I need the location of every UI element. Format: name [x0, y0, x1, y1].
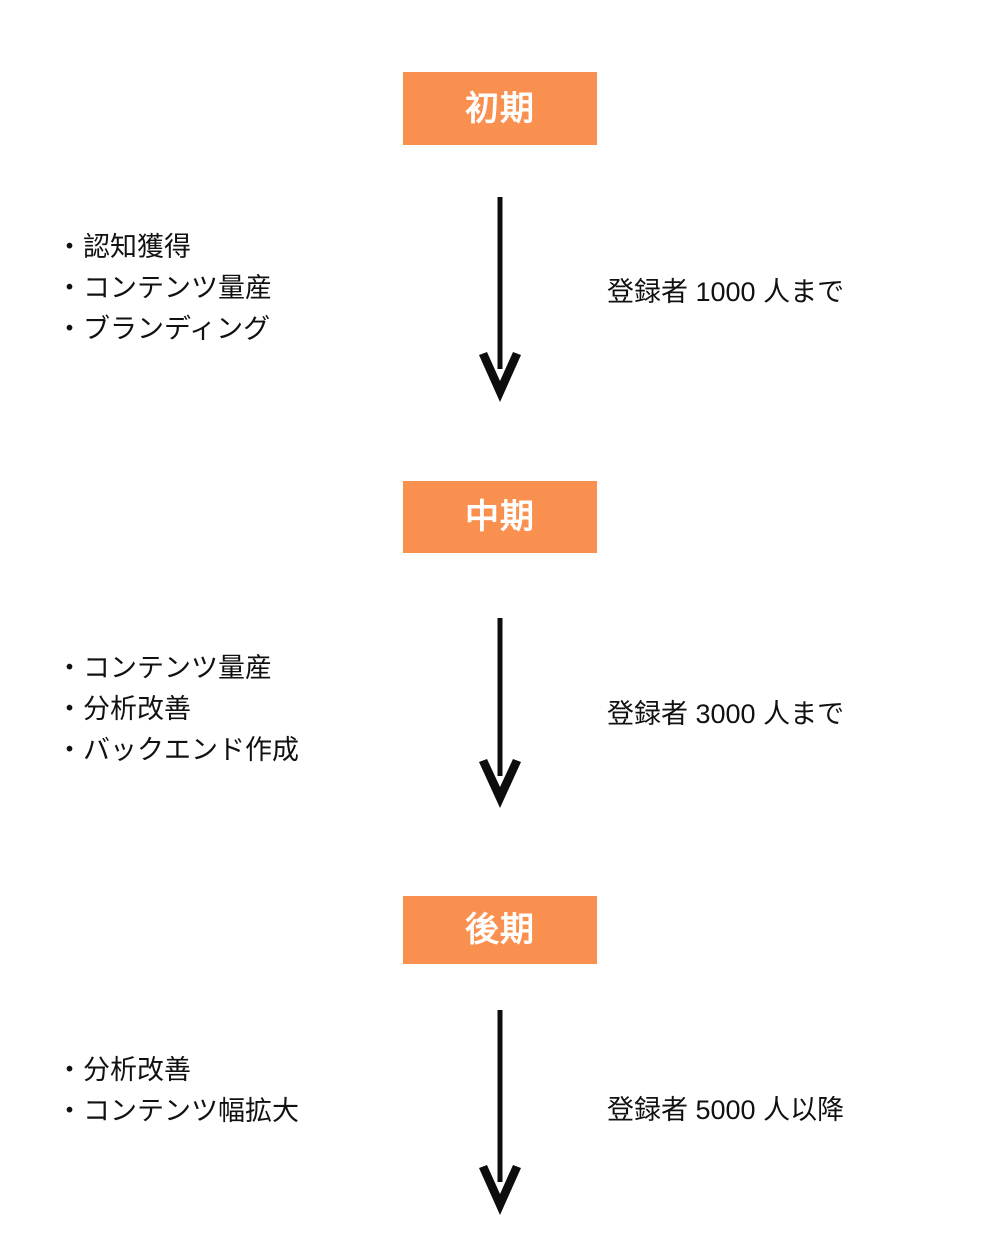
list-item: ・コンテンツ量産 — [56, 273, 272, 304]
stage-bullets-initial: ・認知獲得 ・コンテンツ量産 ・ブランディング — [56, 227, 386, 350]
list-item: ・バックエンド作成 — [56, 735, 299, 766]
stage-bullets-middle: ・コンテンツ量産 ・分析改善 ・バックエンド作成 — [56, 648, 386, 771]
stage-caption-middle: 登録者 3000 人まで — [607, 699, 845, 729]
phase-box-label: 後期 — [465, 911, 535, 949]
list-item: ・分析改善 — [56, 694, 191, 725]
phase-box-label: 中期 — [465, 498, 535, 536]
stage-caption-late: 登録者 5000 人以降 — [607, 1095, 845, 1125]
phase-box-initial[interactable]: 初期 — [403, 72, 597, 145]
down-arrow-icon — [470, 618, 530, 808]
stage-bullets-late: ・分析改善 ・コンテンツ幅拡大 — [56, 1050, 386, 1132]
stage-caption-initial: 登録者 1000 人まで — [607, 277, 845, 307]
list-item: ・ブランディング — [56, 314, 271, 345]
list-item: ・認知獲得 — [56, 232, 191, 262]
list-item: ・分析改善 — [56, 1055, 191, 1085]
phase-box-middle[interactable]: 中期 — [403, 481, 597, 553]
down-arrow-icon — [470, 1010, 530, 1215]
phase-box-late[interactable]: 後期 — [403, 896, 597, 964]
down-arrow-icon — [470, 197, 530, 402]
list-item: ・コンテンツ量産 — [56, 653, 272, 683]
list-item: ・コンテンツ幅拡大 — [56, 1096, 299, 1127]
phase-box-label: 初期 — [465, 89, 535, 128]
